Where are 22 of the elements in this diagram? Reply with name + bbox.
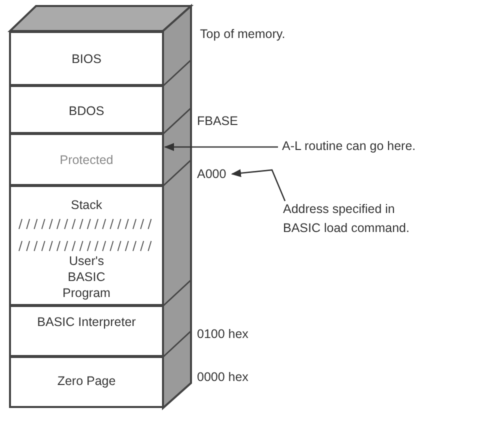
annotation-text: A-L routine can go here. bbox=[282, 137, 416, 156]
arrow bbox=[231, 169, 286, 202]
memory-segment bbox=[9, 185, 164, 306]
memory-address-label: 0000 hex bbox=[197, 369, 248, 386]
memory-segment bbox=[9, 133, 164, 186]
segment-label: Protected bbox=[58, 152, 114, 168]
segment-label: BIOS bbox=[70, 51, 102, 67]
memory-segment bbox=[9, 31, 164, 86]
segment-label: BDOS bbox=[68, 103, 106, 119]
memory-segment bbox=[9, 85, 164, 134]
segment-label: Zero Page bbox=[56, 373, 117, 389]
memory-address-label: FBASE bbox=[197, 113, 238, 130]
annotation-text: Address specified in BASIC load command. bbox=[283, 200, 428, 238]
segment-label: User's BASIC Program bbox=[62, 253, 112, 301]
memory-segment bbox=[9, 356, 164, 408]
memory-segment bbox=[9, 305, 164, 357]
segment-label: BASIC Interpreter bbox=[36, 314, 137, 330]
address-label: A000 bbox=[197, 165, 226, 184]
memory-address-label: Top of memory. bbox=[200, 26, 286, 43]
arrow bbox=[164, 143, 278, 151]
memory-address-label: 0100 hex bbox=[197, 326, 248, 343]
segment-label: Stack bbox=[70, 197, 104, 213]
